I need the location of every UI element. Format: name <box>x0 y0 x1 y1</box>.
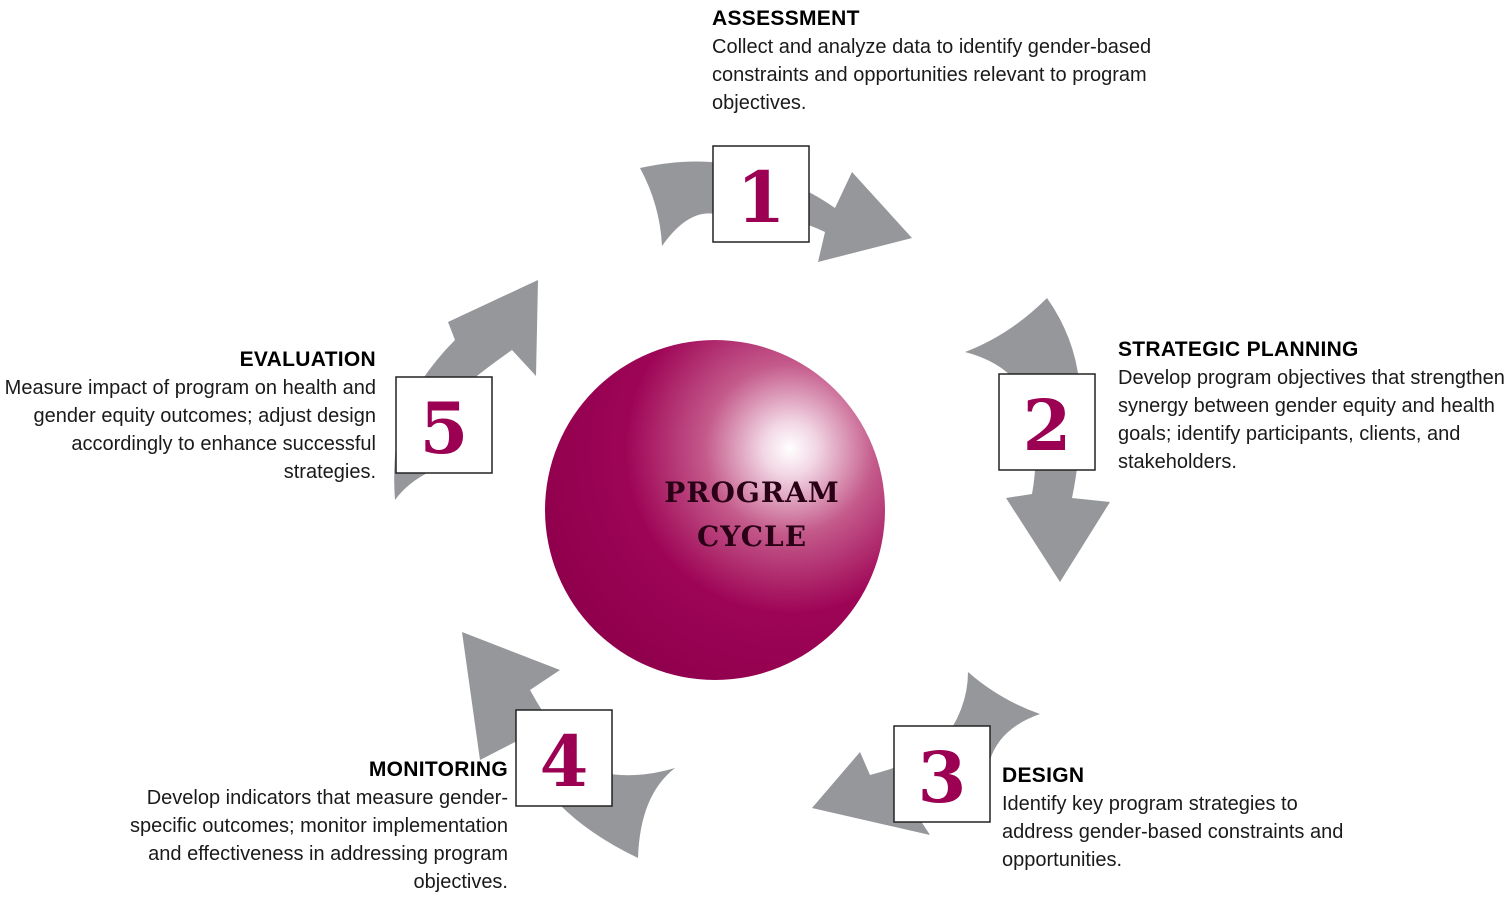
step-2-description: Develop program objectives that strength… <box>1118 367 1505 473</box>
step-1-title: ASSESSMENT <box>712 7 860 30</box>
center-label-line2: CYCLE <box>697 520 807 553</box>
step-1-number: 1 <box>737 156 786 239</box>
step-5-text: EVALUATION Measure impact of program on … <box>0 346 376 486</box>
step-4-number: 4 <box>540 720 589 803</box>
step-1-number-box: 1 <box>712 145 810 243</box>
center-label-line1: PROGRAM <box>664 476 840 509</box>
step-5-description: Measure impact of program on health and … <box>4 377 376 483</box>
step-3-description: Identify key program strategies to addre… <box>1002 793 1344 871</box>
step-2-text: STRATEGIC PLANNING Develop program objec… <box>1118 336 1508 476</box>
step-4-number-box: 4 <box>515 709 613 807</box>
step-2-number: 2 <box>1023 384 1072 467</box>
step-3-number-box: 3 <box>893 725 991 823</box>
step-4-text: MONITORING Develop indicators that measu… <box>130 756 508 896</box>
step-3-number: 3 <box>918 736 967 819</box>
step-3-text: DESIGN Identify key program strategies t… <box>1002 762 1362 874</box>
step-4-description: Develop indicators that measure gender-s… <box>130 787 508 893</box>
step-2-number-box: 2 <box>998 373 1096 471</box>
step-1-text: ASSESSMENT Collect and analyze data to i… <box>712 5 1182 117</box>
program-cycle-sphere <box>545 340 885 680</box>
step-1-description: Collect and analyze data to identify gen… <box>712 36 1152 114</box>
step-5-number: 5 <box>420 387 469 470</box>
step-2-title: STRATEGIC PLANNING <box>1118 338 1359 361</box>
step-5-number-box: 5 <box>395 376 493 474</box>
step-4-title: MONITORING <box>368 758 508 781</box>
step-3-title: DESIGN <box>1002 764 1085 787</box>
step-5-title: EVALUATION <box>239 348 376 371</box>
